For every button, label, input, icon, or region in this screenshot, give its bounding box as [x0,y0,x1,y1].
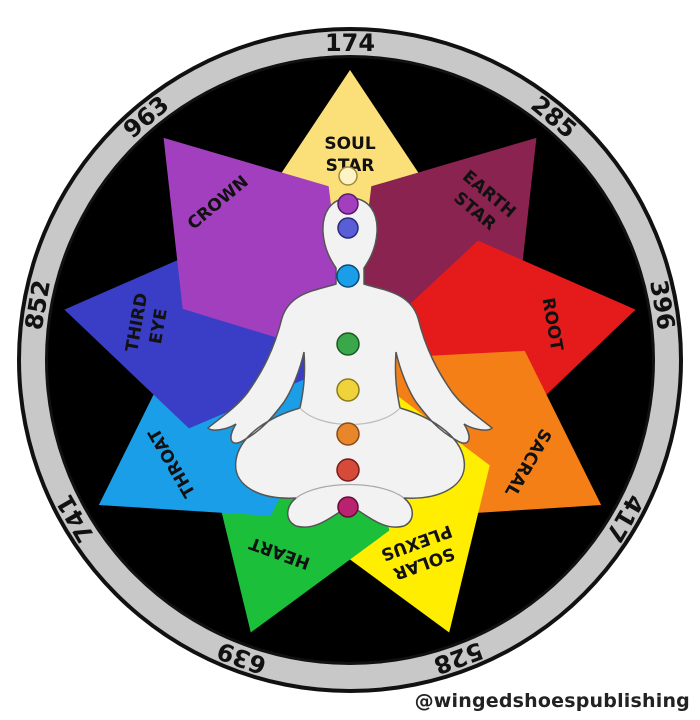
solar-plexus-symbol [336,378,360,402]
frequency-label: 174 [325,29,375,57]
soul-star-symbol [338,166,358,186]
crown-symbol [337,193,359,215]
third-eye-symbol [337,217,359,239]
sacral-symbol [336,422,360,446]
publisher-credit: @wingedshoespublishing [414,690,690,712]
throat-symbol [336,264,360,288]
figure-leg-line [295,484,405,499]
chakra-label-line: STAR [326,156,375,176]
root-symbol [336,458,360,482]
chakra-label-line: SOUL [324,134,375,154]
chakra-symbols [336,166,360,518]
earth-star-symbol [337,496,359,518]
heart-symbol [336,332,360,356]
